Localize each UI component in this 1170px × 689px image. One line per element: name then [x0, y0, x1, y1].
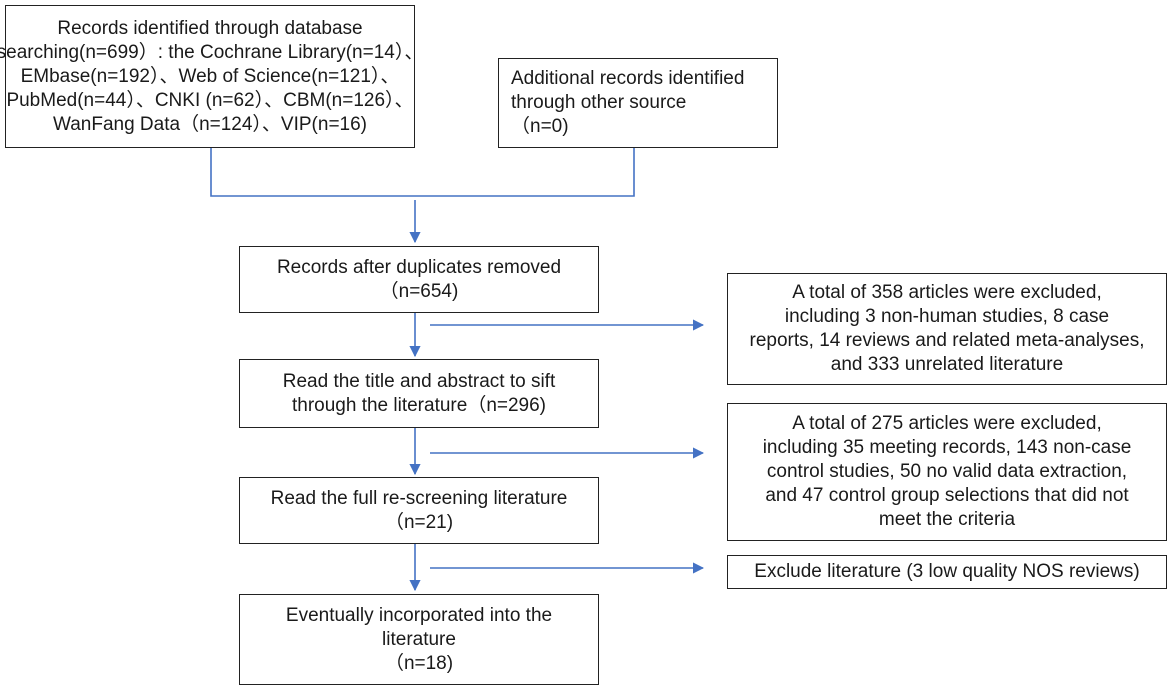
- box-line: Read the title and abstract to sift: [282, 370, 556, 392]
- box-line: literature: [382, 628, 456, 650]
- box-line: Records identified through database: [57, 17, 363, 39]
- box-line: （n=21): [384, 511, 454, 533]
- box-line: A total of 358 articles were excluded,: [792, 282, 1102, 303]
- full-text-box: Read the full re-screening literature （n…: [239, 477, 599, 544]
- box-line: PubMed(n=44）、CNKI (n=62）、CBM(n=126）、: [6, 89, 414, 111]
- box-line: Additional records identified: [511, 68, 745, 89]
- box-line: （n=18): [384, 652, 454, 674]
- box-line: Eventually incorporated into the: [285, 604, 553, 626]
- records-identified-database-box: Records identified through database sear…: [0, 5, 423, 148]
- box-line: （n=654): [379, 280, 459, 302]
- box-line: control studies, 50 no valid data extrac…: [766, 461, 1128, 482]
- excluded-275-box: A total of 275 articles were excluded, i…: [727, 403, 1167, 541]
- box-line: A total of 275 articles were excluded,: [792, 413, 1102, 434]
- box-line: WanFang Data（n=124）、VIP(n=16): [52, 113, 368, 135]
- box-line: reports, 14 reviews and related meta-ana…: [749, 330, 1145, 351]
- included-box: Eventually incorporated into the literat…: [239, 594, 599, 685]
- box-line: Records after duplicates removed: [276, 256, 562, 278]
- box-line: （n=0): [511, 116, 569, 137]
- box-line: searching(n=699）: the Cochrane Library(n…: [0, 41, 424, 63]
- merge-line: [210, 148, 635, 197]
- title-abstract-box: Read the title and abstract to sift thro…: [239, 359, 599, 428]
- box-line: through other source: [511, 92, 687, 113]
- box-line: EMbase(n=192）、Web of Science(n=121）、: [20, 65, 400, 87]
- records-after-duplicates-box: Records after duplicates removed （n=654): [239, 246, 599, 313]
- box-line: Exclude literature (3 low quality NOS re…: [754, 561, 1140, 582]
- box-line: meet the criteria: [878, 509, 1016, 530]
- box-line: including 3 non-human studies, 8 case: [784, 306, 1110, 327]
- box-line: including 35 meeting records, 143 non-ca…: [762, 437, 1132, 458]
- box-line: and 47 control group selections that did…: [765, 485, 1129, 506]
- box-line: through the literature（n=296): [291, 394, 547, 416]
- records-identified-other-box: Additional records identified through ot…: [498, 58, 778, 148]
- excluded-358-box: A total of 358 articles were excluded, i…: [727, 273, 1167, 385]
- box-line: Read the full re-screening literature: [270, 487, 568, 509]
- box-line: and 333 unrelated literature: [830, 354, 1064, 375]
- excluded-low-quality-box: Exclude literature (3 low quality NOS re…: [727, 555, 1167, 589]
